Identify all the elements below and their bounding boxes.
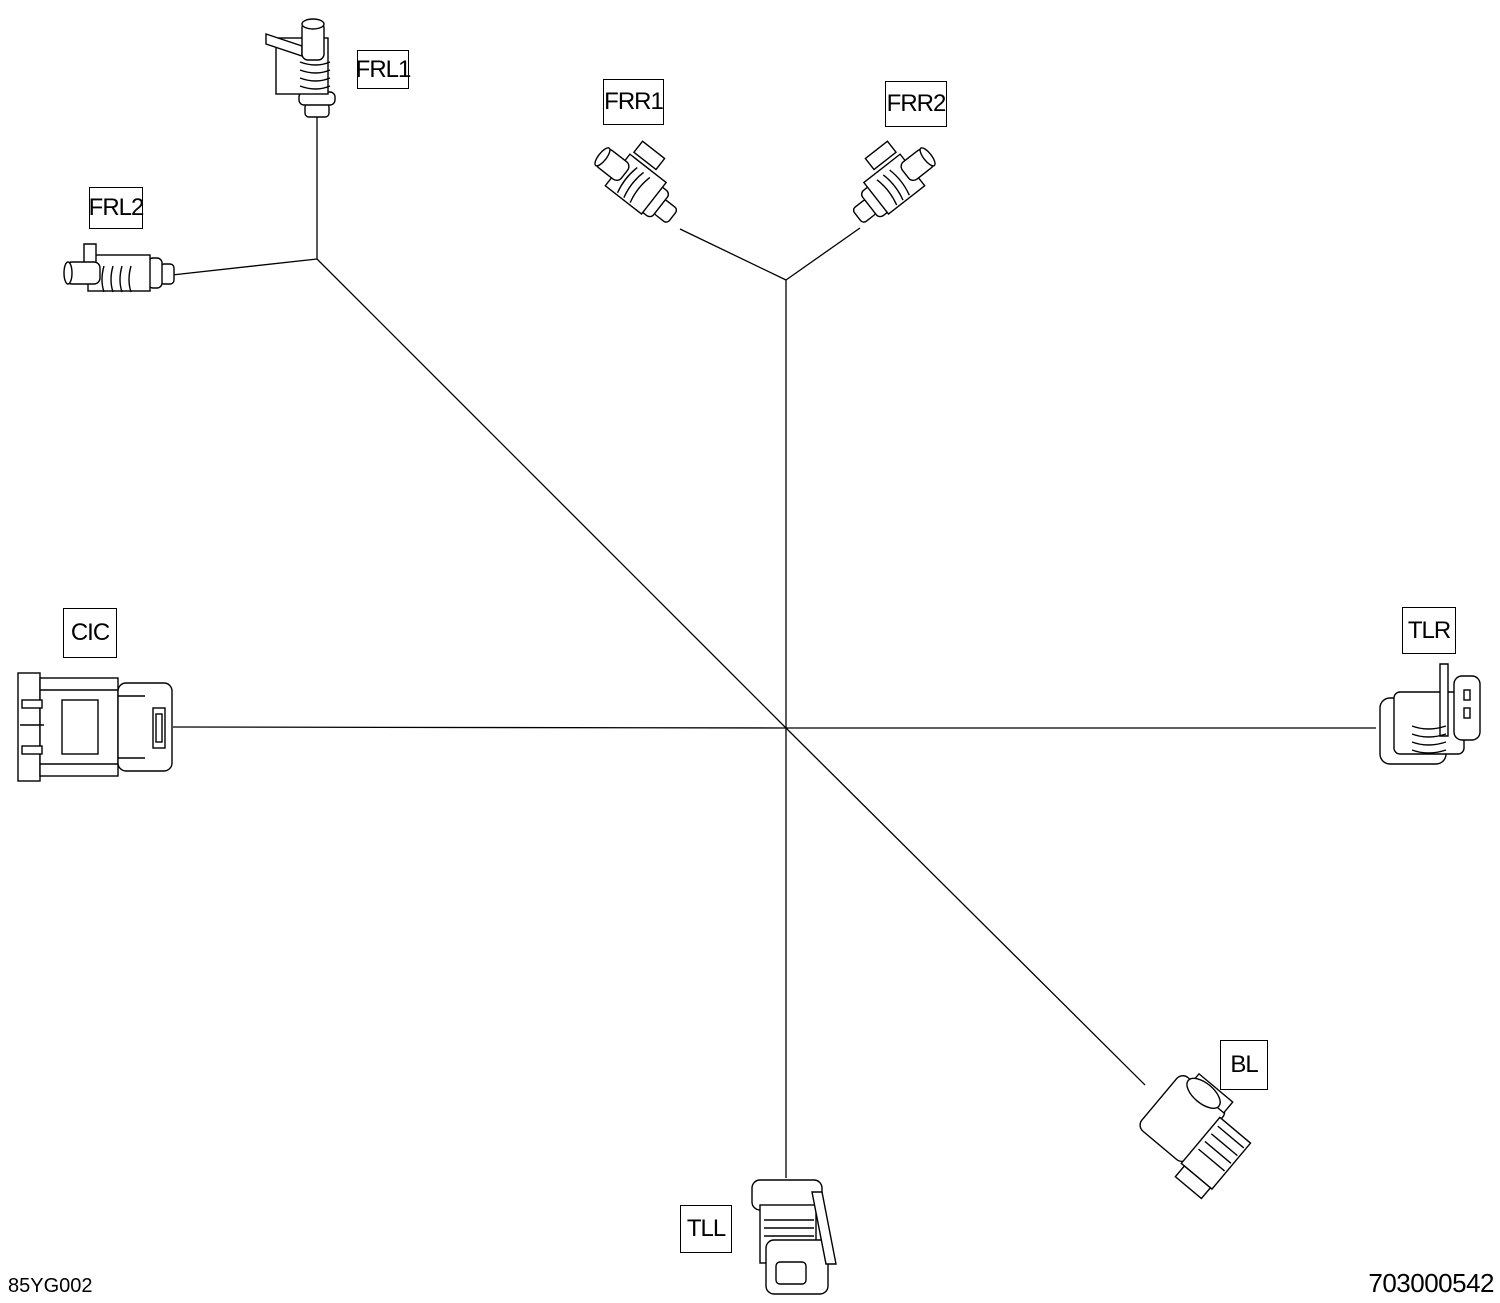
drawing-code: 85YG002 <box>8 1275 93 1297</box>
wire-to-frr2 <box>785 227 861 281</box>
label-frr1: FRR1 <box>603 79 664 125</box>
connector-cic <box>17 672 173 782</box>
label-tlr: TLR <box>1402 607 1456 654</box>
label-cic: CIC <box>63 608 117 658</box>
connector-bl <box>1139 1072 1252 1200</box>
connector-frr2 <box>852 140 936 223</box>
label-frr2: FRR2 <box>885 81 947 127</box>
wire-to-frl2 <box>171 258 318 276</box>
connector-frl1 <box>265 18 336 118</box>
label-tll: TLL <box>680 1205 732 1253</box>
wire-to-cic <box>172 726 787 729</box>
wire-to-bl <box>785 727 1146 1086</box>
label-frl1: FRL1 <box>356 50 411 89</box>
connector-frl2 <box>63 243 175 293</box>
harness-wires <box>171 116 1376 1178</box>
wire-to-frr1 <box>679 228 787 281</box>
label-bl: BL <box>1220 1040 1268 1090</box>
connector-frr1 <box>594 140 678 223</box>
label-frl2: FRL2 <box>89 187 144 229</box>
part-number: 703000542 <box>1368 1268 1494 1298</box>
connector-tlr <box>1379 663 1481 765</box>
wire-center-to-frl-junction <box>316 258 787 729</box>
connector-tll <box>751 1179 837 1295</box>
